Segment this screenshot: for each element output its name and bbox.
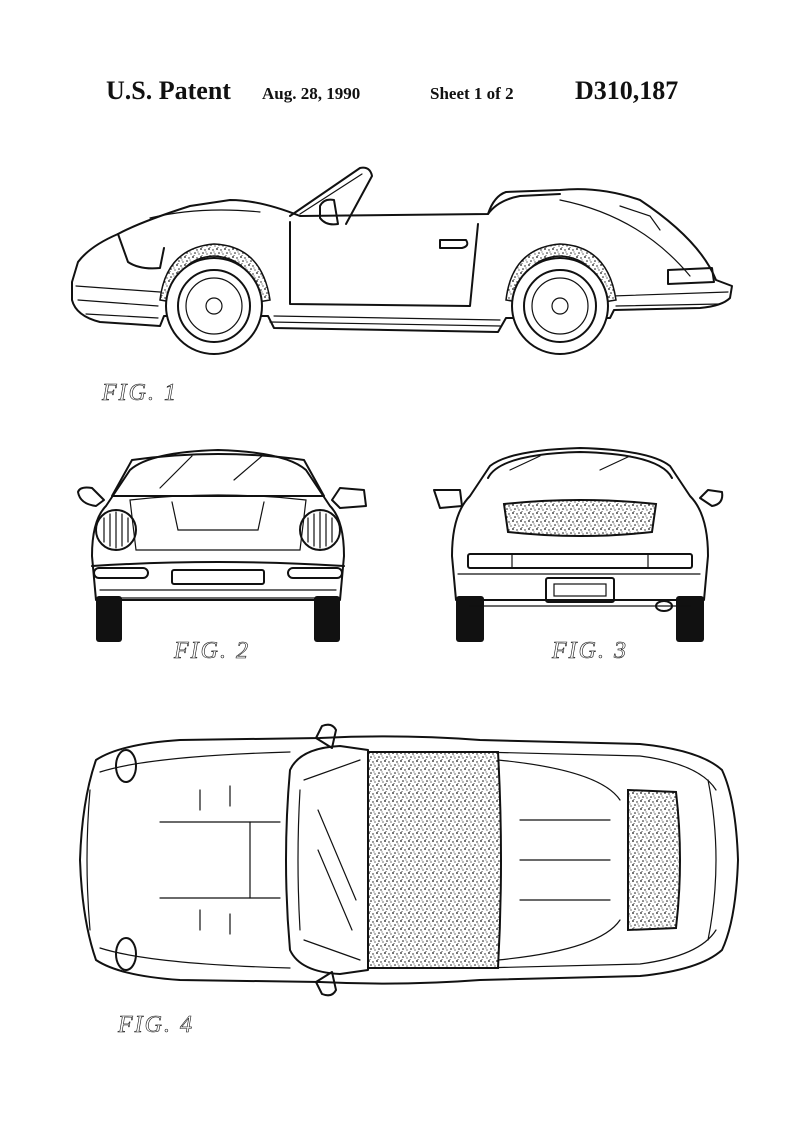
patent-date: Aug. 28, 1990 <box>262 84 361 103</box>
fig1-side-view-drawing <box>71 166 733 355</box>
fig3-rear-view-drawing <box>433 447 724 642</box>
fig2-label: FIG. 2 <box>174 638 250 665</box>
patent-header: U.S. Patent Aug. 28, 1990 Sheet 1 of 2 D… <box>0 72 794 112</box>
patent-label: U.S. Patent <box>106 76 231 105</box>
sheet-number: Sheet 1 of 2 <box>430 84 514 103</box>
patent-number: D310,187 <box>575 76 679 105</box>
fig2-front-view-drawing <box>77 449 367 642</box>
fig3-label: FIG. 3 <box>552 638 628 665</box>
fig1-label: FIG. 1 <box>102 380 178 407</box>
fig4-label: FIG. 4 <box>118 1012 194 1039</box>
fig4-top-view-drawing <box>79 723 739 997</box>
